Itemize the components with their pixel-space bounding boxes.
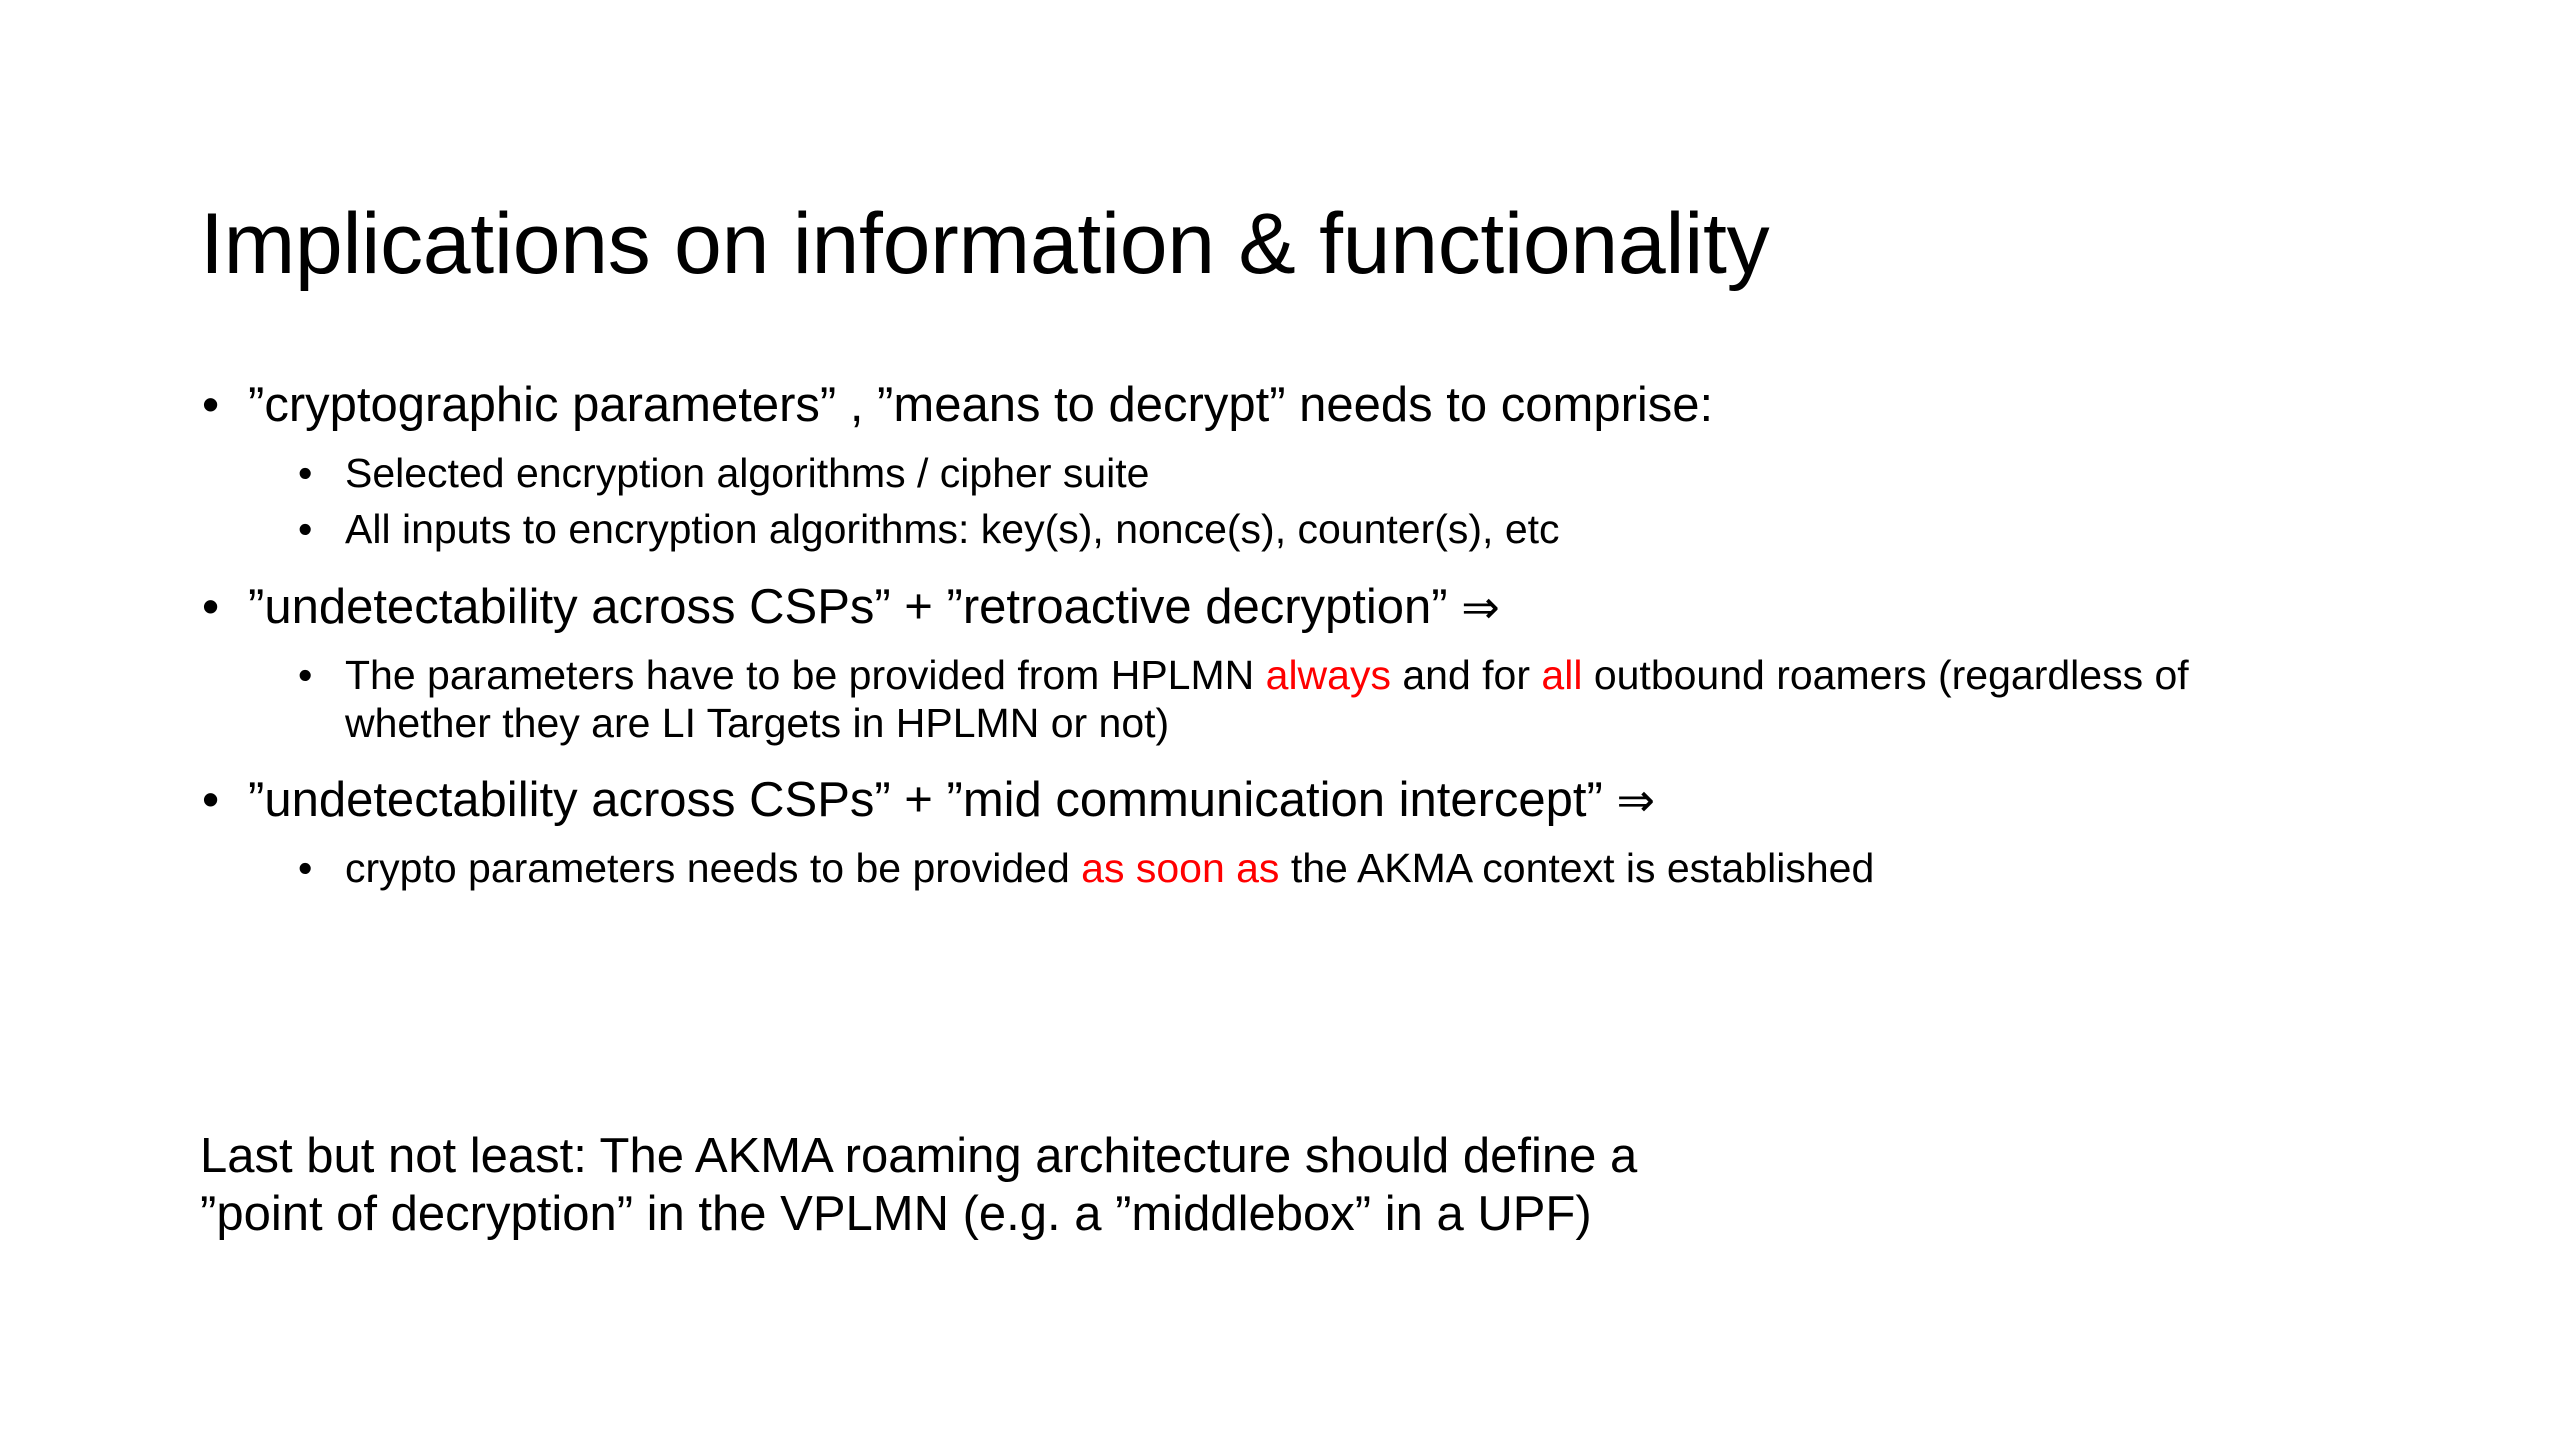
closing-line-1: Last but not least: The AKMA roaming arc… bbox=[200, 1129, 1638, 1183]
bullet-group-2: • ”undetectability across CSPs” + ”retroa… bbox=[200, 580, 2320, 748]
double-right-arrow-icon: ⇒ bbox=[1461, 579, 1500, 634]
bullet-level1-undetectability-mid-intercept: • ”undetectability across CSPs” + ”mid co… bbox=[200, 773, 2320, 828]
bullet-marker-icon: • bbox=[298, 651, 313, 698]
bullet-level2-text-pre: crypto parameters needs to be provided bbox=[345, 845, 1082, 892]
bullet-level1-text: ”undetectability across CSPs” + ”retroac… bbox=[248, 579, 1462, 634]
spacer bbox=[200, 441, 2320, 449]
highlight-always: always bbox=[1265, 651, 1391, 698]
spacer bbox=[200, 747, 2320, 773]
bullet-group-1: • ”cryptographic parameters” , ”means to … bbox=[200, 378, 2320, 554]
bullet-level1-text: ”cryptographic parameters” , ”means to d… bbox=[248, 378, 1714, 432]
bullet-level2-all-inputs: • All inputs to encryption algorithms: ke… bbox=[200, 505, 2320, 553]
bullet-level2-selected-encryption-algorithms: • Selected encryption algorithms / cipher… bbox=[200, 449, 2320, 497]
bullet-level1-undetectability-retroactive: • ”undetectability across CSPs” + ”retroa… bbox=[200, 580, 2320, 635]
bullet-level2-text-post: the AKMA context is established bbox=[1279, 845, 1875, 892]
closing-line-2: ”point of decryption” in the VPLMN (e.g.… bbox=[200, 1186, 1592, 1241]
double-right-arrow-icon: ⇒ bbox=[1616, 773, 1655, 828]
spacer bbox=[200, 836, 2320, 844]
bullet-marker-icon: • bbox=[298, 506, 313, 553]
bullet-marker-icon: • bbox=[202, 579, 220, 634]
highlight-all: all bbox=[1541, 651, 1583, 698]
spacer bbox=[200, 554, 2320, 580]
closing-paragraph: Last but not least: The AKMA roaming arc… bbox=[200, 1128, 2300, 1244]
bullet-marker-icon: • bbox=[298, 449, 313, 496]
bullet-level2-text: All inputs to encryption algorithms: key… bbox=[345, 506, 1560, 553]
bullet-level2-text-mid: and for bbox=[1390, 651, 1542, 698]
bullet-level1-crypto-parameters: • ”cryptographic parameters” , ”means to … bbox=[200, 378, 2320, 433]
bullet-level2-text: Selected encryption algorithms / cipher … bbox=[345, 449, 1150, 496]
bullet-level1-text: ”undetectability across CSPs” + ”mid com… bbox=[248, 773, 1617, 828]
spacer bbox=[200, 497, 2320, 505]
page-title: Implications on information & functional… bbox=[200, 195, 1770, 292]
highlight-as-soon-as: as soon as bbox=[1081, 845, 1280, 892]
bullet-level2-parameters-from-hplmn: • The parameters have to be provided from… bbox=[200, 651, 2320, 748]
spacer bbox=[200, 643, 2320, 651]
bullet-level2-text-post: outbound roamers (regardless of whether … bbox=[345, 651, 2189, 746]
bullet-level2-text-pre: The parameters have to be provided from … bbox=[345, 651, 1266, 698]
bullet-group-3: • ”undetectability across CSPs” + ”mid co… bbox=[200, 773, 2320, 892]
bullet-marker-icon: • bbox=[298, 845, 313, 892]
bullet-marker-icon: • bbox=[202, 378, 220, 432]
bullet-marker-icon: • bbox=[202, 773, 220, 828]
slide-body: • ”cryptographic parameters” , ”means to … bbox=[200, 378, 2320, 893]
bullet-level2-crypto-parameters-timing: •crypto parameters needs to be provided … bbox=[200, 844, 2320, 892]
